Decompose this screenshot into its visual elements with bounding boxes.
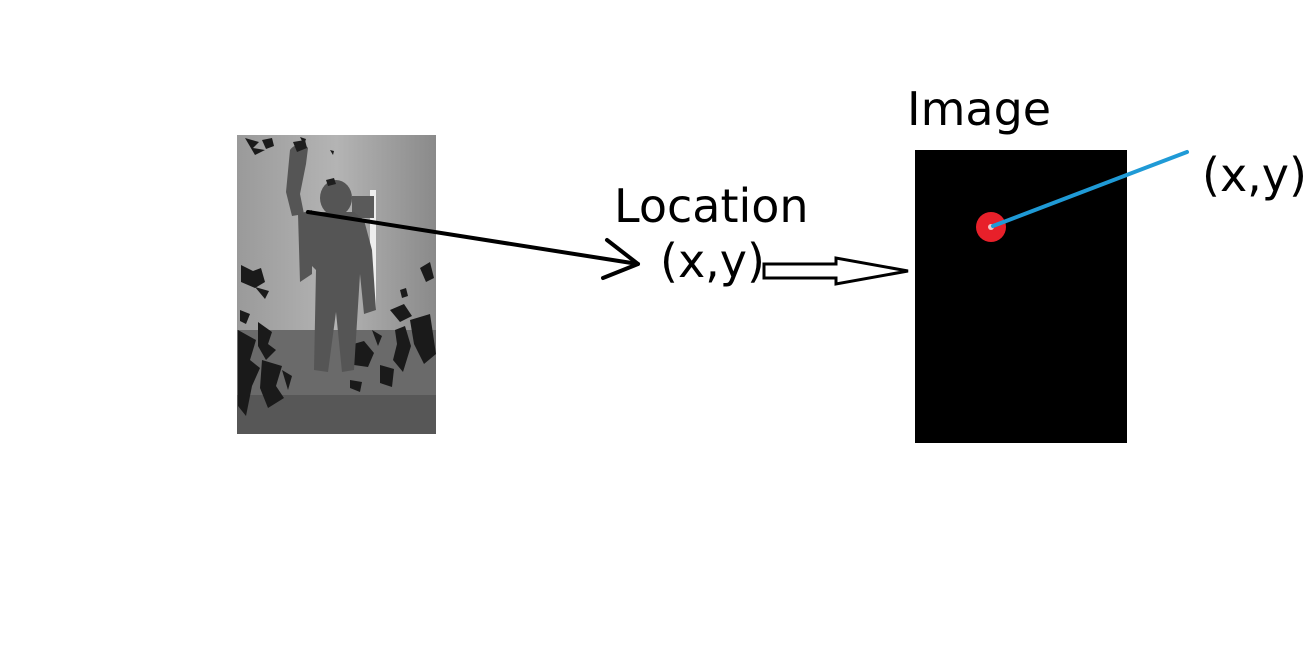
depth-map-image xyxy=(237,135,436,434)
image-coordinates: (x,y) xyxy=(1202,148,1307,202)
output-image xyxy=(915,150,1127,443)
location-coordinates: (x,y) xyxy=(660,234,765,288)
image-title: Image xyxy=(907,82,1052,136)
pointer-line xyxy=(991,150,1189,228)
double-outline-arrow-icon xyxy=(762,256,909,286)
location-label: Location xyxy=(614,179,809,233)
location-arrow xyxy=(306,210,640,280)
